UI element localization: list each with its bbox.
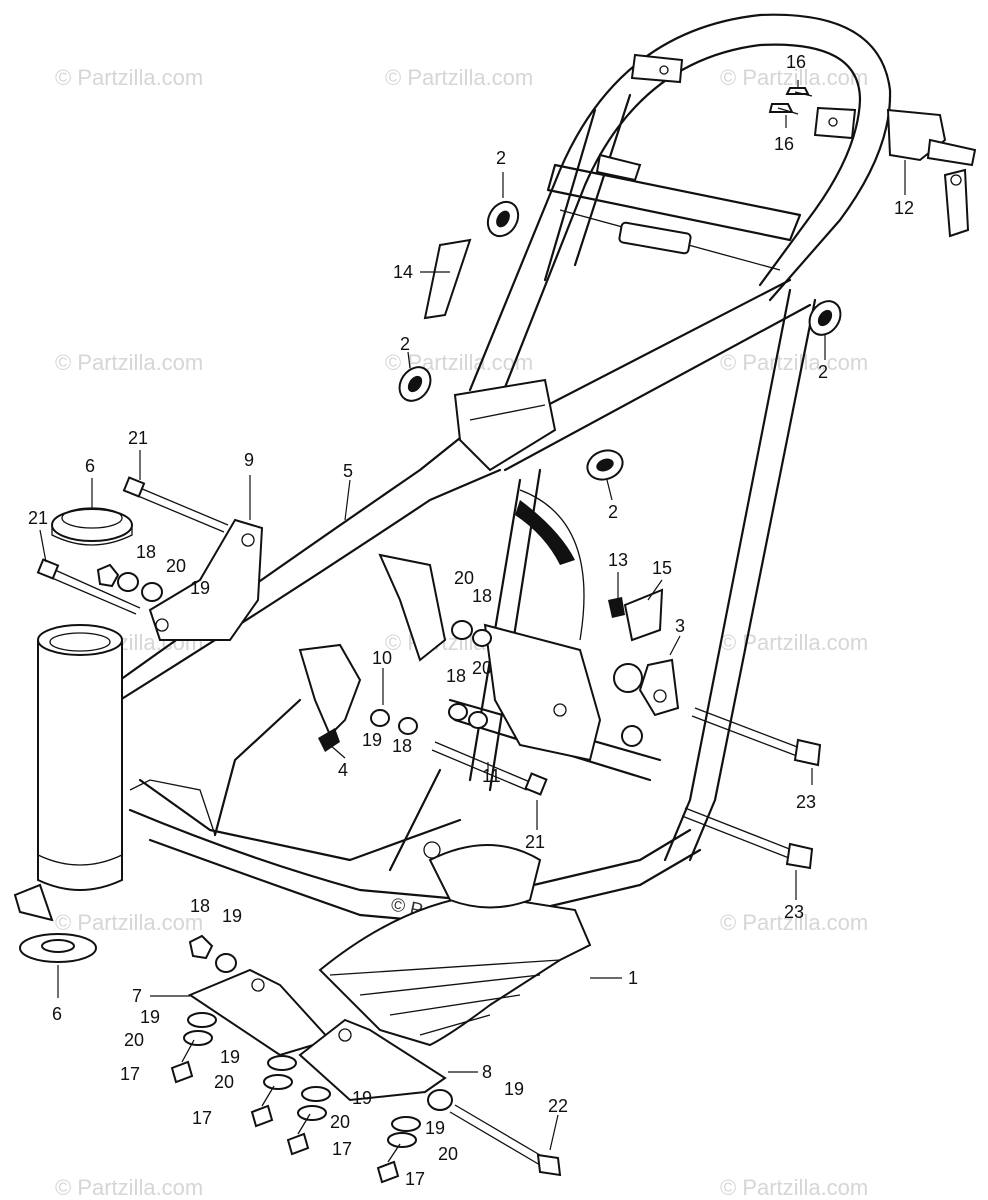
callout-2-right: 2	[818, 362, 828, 382]
callout-11: 11	[482, 766, 501, 786]
steering-race-top	[51, 507, 133, 546]
callout-17-c: 17	[332, 1139, 352, 1159]
watermark-4: © Partzilla.com	[55, 350, 203, 375]
callout-16-top: 16	[786, 52, 806, 72]
callout-2-center: 2	[608, 502, 618, 522]
callout-19-e: 19	[425, 1118, 445, 1138]
callout-22: 22	[548, 1096, 568, 1116]
callout-6-top: 6	[85, 456, 95, 476]
callout-labels: 1 2 2 2 2 3 4 5 6 6 7 8 9 10 11 12 13 14…	[28, 52, 914, 1189]
callout-13: 13	[608, 550, 628, 570]
bolt-17-a	[170, 1039, 195, 1084]
frame-body	[118, 13, 892, 1047]
callout-17-d: 17	[405, 1169, 425, 1189]
parts	[13, 87, 977, 1184]
callout-19-d: 19	[504, 1079, 524, 1099]
callout-18-bottom: 18	[190, 896, 210, 916]
callout-20-center: 20	[472, 658, 492, 678]
leader-lines	[39, 80, 906, 1151]
steering-lock	[886, 108, 977, 238]
callout-14: 14	[393, 262, 413, 282]
callout-15: 15	[652, 558, 672, 578]
bolt-17-c	[286, 1113, 311, 1156]
watermark-11: © Partzilla.com	[720, 910, 868, 935]
callout-19-b: 19	[220, 1047, 240, 1067]
bolt-23-lower	[681, 807, 814, 870]
watermark-9: © Partzilla.com	[720, 630, 868, 655]
bolt-21-upper	[122, 476, 229, 533]
callout-20-a: 20	[124, 1030, 144, 1050]
callout-10: 10	[372, 648, 392, 668]
callout-8: 8	[482, 1062, 492, 1082]
callout-1: 1	[628, 968, 638, 988]
callout-20-d: 20	[438, 1144, 458, 1164]
callout-9: 9	[244, 450, 254, 470]
callout-17-b: 17	[192, 1108, 212, 1128]
engine-hanger-bracket-9	[148, 518, 264, 641]
bolt-21-lower	[36, 558, 141, 615]
callout-18-left: 18	[136, 542, 156, 562]
watermark-2: © Partzilla.com	[385, 65, 533, 90]
callout-5: 5	[343, 461, 353, 481]
engine-plate-8	[298, 1018, 447, 1102]
watermark-13: © Partzilla.com	[720, 1175, 868, 1200]
bolt-17-b	[250, 1085, 275, 1128]
bolt-23-upper	[691, 707, 822, 767]
watermark-10: © Partzilla.com	[55, 910, 203, 935]
callout-20-center-top: 20	[454, 568, 474, 588]
callout-18-bracket: 18	[392, 736, 412, 756]
callout-18-center-top: 18	[472, 586, 492, 606]
callout-19-bracket: 19	[362, 730, 382, 750]
callout-2-left: 2	[400, 334, 410, 354]
watermark-3: © Partzilla.com	[720, 65, 868, 90]
callout-19-bottom-nut: 19	[222, 906, 242, 926]
watermark-6: © Partzilla.com	[720, 350, 868, 375]
callout-19-c: 19	[352, 1088, 372, 1108]
washer-bottom	[19, 933, 97, 963]
callout-6-bottom: 6	[52, 1004, 62, 1024]
steering-head-pipe	[13, 624, 123, 922]
callout-21-left: 21	[28, 508, 48, 528]
callout-12: 12	[894, 198, 914, 218]
callout-4: 4	[338, 760, 348, 780]
bolt-22	[449, 1104, 562, 1177]
callout-17-a: 17	[120, 1064, 140, 1084]
callout-23-upper: 23	[796, 792, 816, 812]
bolt-11	[431, 741, 548, 796]
bolt-17-d	[376, 1143, 401, 1184]
callout-16-bottom: 16	[774, 134, 794, 154]
callout-7: 7	[132, 986, 142, 1006]
watermark-1: © Partzilla.com	[55, 65, 203, 90]
callout-2-top: 2	[496, 148, 506, 168]
watermark-12: © Partzilla.com	[55, 1175, 203, 1200]
callout-21-center: 21	[525, 832, 545, 852]
callout-20-b: 20	[214, 1072, 234, 1092]
callout-20-left: 20	[166, 556, 186, 576]
callout-18-center: 18	[446, 666, 466, 686]
callout-19-a: 19	[140, 1007, 160, 1027]
callout-19-left: 19	[190, 578, 210, 598]
engine-plate-7	[187, 968, 332, 1057]
callout-21-top: 21	[128, 428, 148, 448]
callout-3: 3	[675, 616, 685, 636]
callout-23-lower: 23	[784, 902, 804, 922]
callout-20-c: 20	[330, 1112, 350, 1132]
